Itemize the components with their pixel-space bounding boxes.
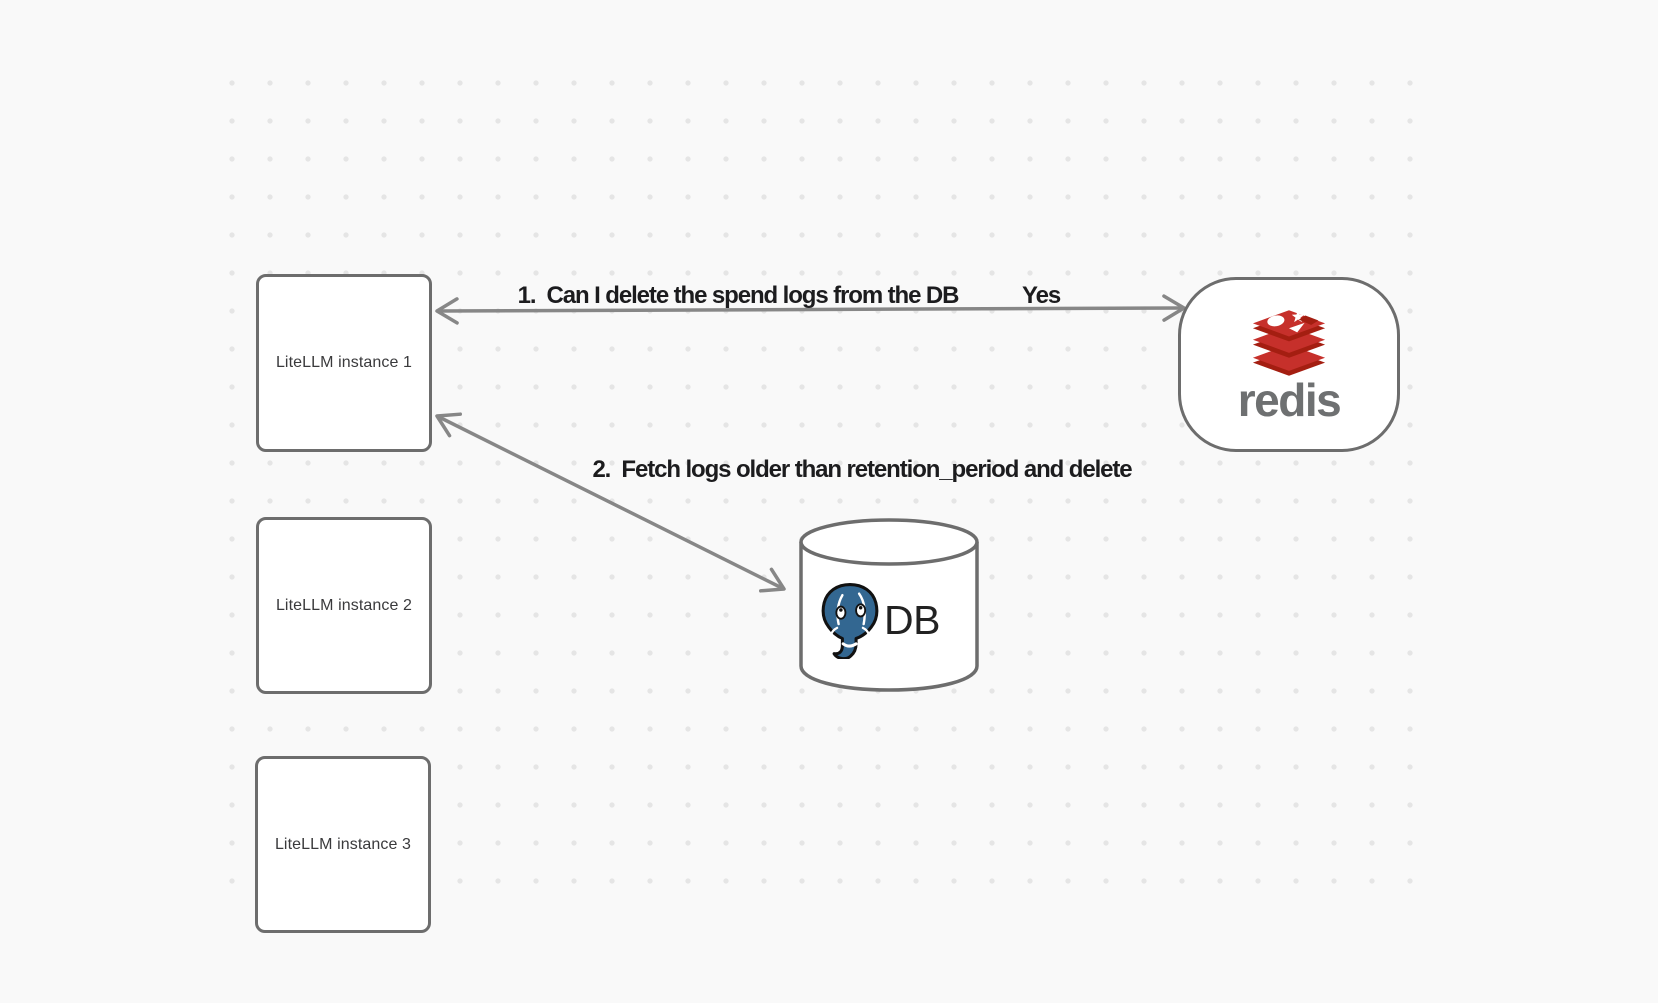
arrow-1-redis-spendlogs[interactable] (435, 294, 1186, 325)
litellm-instance-3-label: LiteLLM instance 3 (274, 835, 412, 853)
litellm-instance-3-node[interactable]: LiteLLM instance 3 (255, 756, 431, 933)
litellm-instance-2-label: LiteLLM instance 2 (275, 596, 413, 614)
arrow-1-label[interactable]: 1. Can I delete the spend logs from the … (517, 282, 960, 309)
redis-wordmark: redis (1237, 373, 1342, 426)
arrow-2-fetch-delete-logs[interactable] (435, 412, 786, 593)
redis-node[interactable]: redis (1178, 277, 1400, 452)
redis-stack-icon (1252, 309, 1326, 376)
litellm-instance-2-node[interactable]: LiteLLM instance 2 (256, 517, 432, 694)
arrow-1-reply-label[interactable]: Yes (1022, 282, 1061, 309)
litellm-instance-1-node[interactable]: LiteLLM instance 1 (256, 274, 432, 452)
litellm-instance-1-label: LiteLLM instance 1 (275, 354, 413, 371)
postgresql-elephant-icon (821, 583, 879, 659)
db-label: DB (884, 597, 940, 643)
arrow-2-label[interactable]: 2. Fetch logs older than retention_perio… (592, 456, 1132, 483)
